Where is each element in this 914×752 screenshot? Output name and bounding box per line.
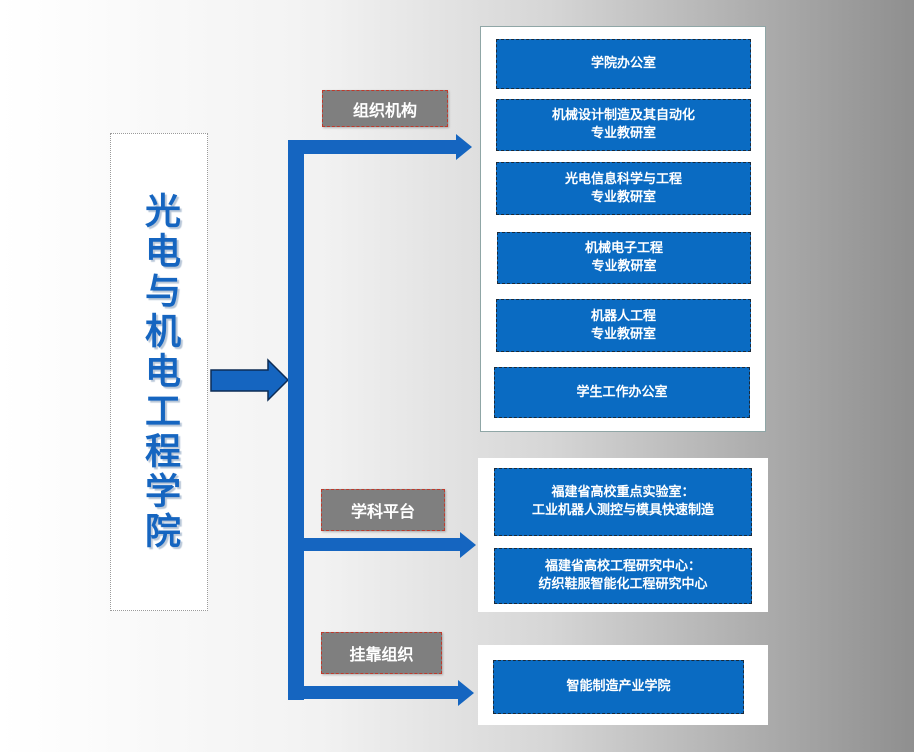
org-node: 学院办公室 — [496, 39, 751, 89]
college-title: 光电与机电工程学院 — [139, 192, 180, 552]
section-label-org: 组织机构 — [322, 90, 448, 127]
node-line: 学院办公室 — [590, 56, 656, 71]
arrowhead-affiliated — [458, 680, 474, 706]
node-line: 工业机器人测控与模具快速制造 — [531, 503, 714, 518]
node-line: 纺织鞋服智能化工程研究中心 — [538, 577, 708, 592]
node-line: 专业教研室 — [590, 126, 656, 141]
trunk-line — [288, 140, 304, 700]
branch-platform — [288, 538, 460, 551]
branch-affiliated — [288, 686, 458, 699]
branch-org — [288, 140, 456, 154]
org-node: 机械设计制造及其自动化 专业教研室 — [496, 99, 751, 151]
arrowhead-platform — [460, 532, 476, 558]
org-panel — [480, 26, 766, 432]
org-node: 学生工作办公室 — [494, 367, 750, 418]
section-label-platform: 学科平台 — [321, 489, 445, 531]
node-line: 福建省高校重点实验室： — [551, 485, 695, 500]
node-line: 专业教研室 — [590, 326, 656, 342]
node-line: 光电信息科学与工程 — [564, 171, 682, 187]
college-title-box: 光电与机电工程学院 — [110, 133, 208, 611]
org-node: 机器人工程 专业教研室 — [496, 299, 751, 352]
node-line: 专业教研室 — [590, 189, 656, 205]
platform-node: 福建省高校工程研究中心： 纺织鞋服智能化工程研究中心 — [494, 548, 752, 604]
platform-node: 福建省高校重点实验室： 工业机器人测控与模具快速制造 — [494, 468, 752, 536]
org-node: 光电信息科学与工程 专业教研室 — [496, 162, 751, 215]
main-arrow — [210, 358, 290, 402]
node-line: 福建省高校工程研究中心： — [544, 559, 701, 574]
node-line: 学生工作办公室 — [576, 384, 668, 400]
arrowhead-org — [456, 134, 472, 160]
node-line: 机器人工程 — [590, 308, 656, 324]
org-node: 机械电子工程 专业教研室 — [497, 232, 751, 284]
node-line: 智能制造产业学院 — [566, 679, 671, 694]
node-line: 专业教研室 — [591, 259, 657, 274]
node-line: 机械电子工程 — [584, 241, 663, 256]
node-line: 机械设计制造及其自动化 — [551, 108, 695, 123]
section-label-affiliated: 挂靠组织 — [321, 632, 442, 674]
affiliated-node: 智能制造产业学院 — [493, 660, 744, 714]
